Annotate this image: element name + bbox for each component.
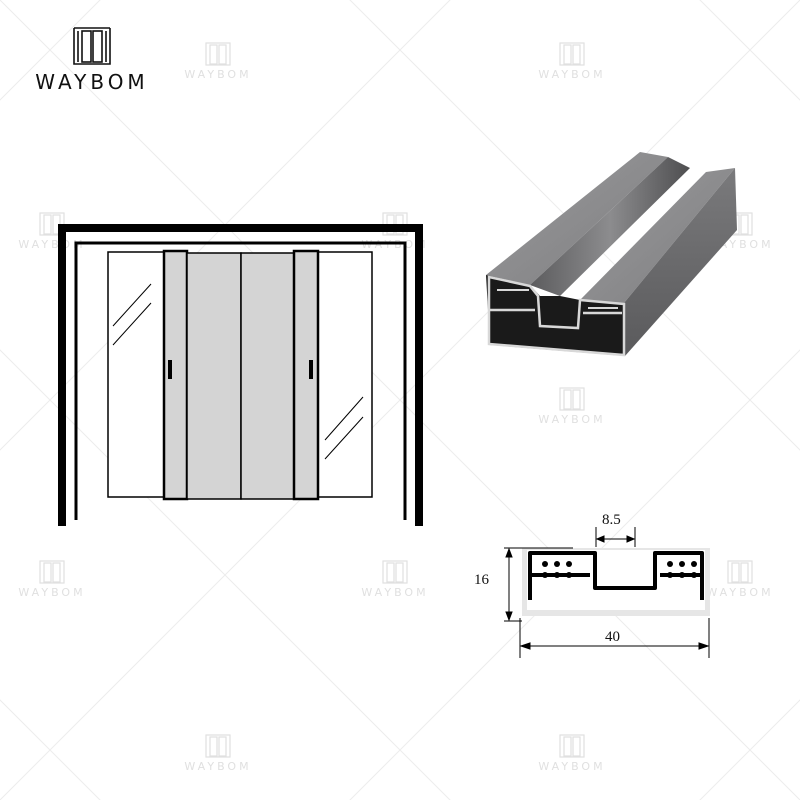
double-door-icon (73, 27, 111, 65)
glass-panel-right (317, 251, 373, 498)
watermark-text: WAYBOM (184, 68, 252, 81)
double-door-icon (727, 560, 753, 584)
watermark-text: WAYBOM (361, 586, 429, 599)
watermark: WAYBOM (350, 560, 440, 599)
handle-right (309, 360, 313, 379)
sliding-panels (162, 249, 320, 501)
watermark: WAYBOM (527, 734, 617, 773)
height-dimension-label: 16 (474, 572, 489, 588)
brand-name: WAYBOM (35, 70, 149, 94)
double-door-icon (559, 387, 585, 411)
double-door-icon (205, 734, 231, 758)
watermark: WAYBOM (695, 560, 785, 599)
watermark-text: WAYBOM (538, 68, 606, 81)
handle-left (168, 360, 172, 379)
double-door-icon (559, 734, 585, 758)
brand-logo: WAYBOM (22, 26, 162, 94)
double-door-icon (382, 560, 408, 584)
outer-frame (58, 224, 423, 526)
double-door-icon (205, 42, 231, 66)
watermark: WAYBOM (7, 560, 97, 599)
watermark-text: WAYBOM (18, 238, 86, 251)
watermark-text: WAYBOM (538, 413, 606, 426)
watermark: WAYBOM (173, 734, 263, 773)
watermark-text: WAYBOM (18, 586, 86, 599)
double-door-icon (39, 560, 65, 584)
watermark-text: WAYBOM (706, 586, 774, 599)
double-door-icon (559, 42, 585, 66)
width-dimension-label: 40 (605, 629, 620, 645)
watermark-text: WAYBOM (538, 760, 606, 773)
watermark: WAYBOM (527, 387, 617, 426)
glass-panel-left (107, 251, 165, 498)
watermark: WAYBOM (527, 42, 617, 81)
watermark: WAYBOM (173, 42, 263, 81)
watermark-text: WAYBOM (184, 760, 252, 773)
watermark: WAYBOM (7, 212, 97, 251)
slot-dimension-label: 8.5 (602, 512, 621, 528)
